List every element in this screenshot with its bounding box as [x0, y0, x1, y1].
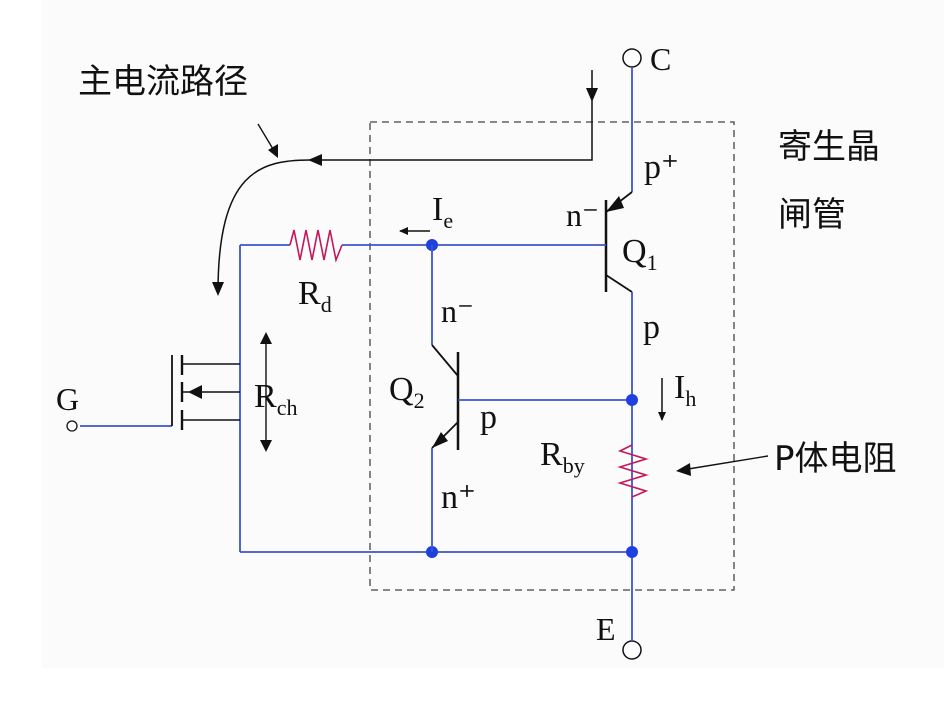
region-n-minus-q1: n⁻	[566, 197, 599, 233]
region-n-minus-q2: n⁻	[441, 293, 474, 329]
gate-terminal	[66, 420, 78, 432]
parasitic-thyristor-label-line1: 寄生晶	[778, 127, 880, 167]
rch-arrow-down	[260, 440, 272, 452]
diagram-background-panel	[42, 0, 944, 668]
collector-terminal	[622, 48, 642, 68]
node-ih	[626, 394, 638, 406]
main-current-down-arrow	[586, 88, 598, 102]
q1-collector-lead	[605, 274, 633, 293]
main-current-leader-arrow	[268, 144, 278, 158]
region-p-q1: p	[643, 309, 660, 346]
p-body-leader-arrow	[676, 463, 691, 476]
q1-label: Q1	[622, 233, 658, 275]
parasitic-thyristor-label-line2: 闸管	[778, 195, 846, 235]
p-body-leader	[681, 455, 769, 471]
rby-resistor	[617, 444, 649, 498]
main-current-curve	[217, 159, 311, 293]
rch-arrow-up	[260, 332, 272, 344]
main-current-end-arrow	[212, 282, 224, 296]
mosfet-body-arrow	[188, 385, 202, 399]
rch-label: Rch	[254, 378, 297, 420]
main-current-path-label: 主电流路径	[78, 62, 248, 102]
rby-label: Rby	[540, 436, 585, 478]
emitter-label: E	[596, 611, 616, 647]
region-p-q2: p	[480, 399, 497, 436]
region-p-plus: p⁺	[644, 149, 679, 186]
rd-resistor	[289, 229, 343, 263]
gate-label: G	[56, 381, 79, 417]
q2-label: Q2	[389, 371, 425, 413]
parasitic-thyristor-boundary	[369, 121, 735, 591]
collector-label: C	[650, 41, 671, 77]
region-n-plus: n⁺	[441, 479, 476, 516]
node-bottom-right	[626, 546, 638, 558]
ie-label: Ie	[432, 191, 453, 233]
emitter-terminal	[622, 640, 642, 660]
q2-emitter-arrow	[432, 432, 448, 448]
p-body-resistor-label: P体电阻	[774, 439, 897, 479]
q2-collector-lead	[431, 344, 459, 377]
q1-emitter-arrow	[606, 196, 624, 212]
main-current-left-arrow	[308, 154, 322, 166]
main-current-path-line	[310, 70, 593, 161]
rd-label: Rd	[298, 275, 332, 317]
ih-label: Ih	[674, 369, 696, 411]
